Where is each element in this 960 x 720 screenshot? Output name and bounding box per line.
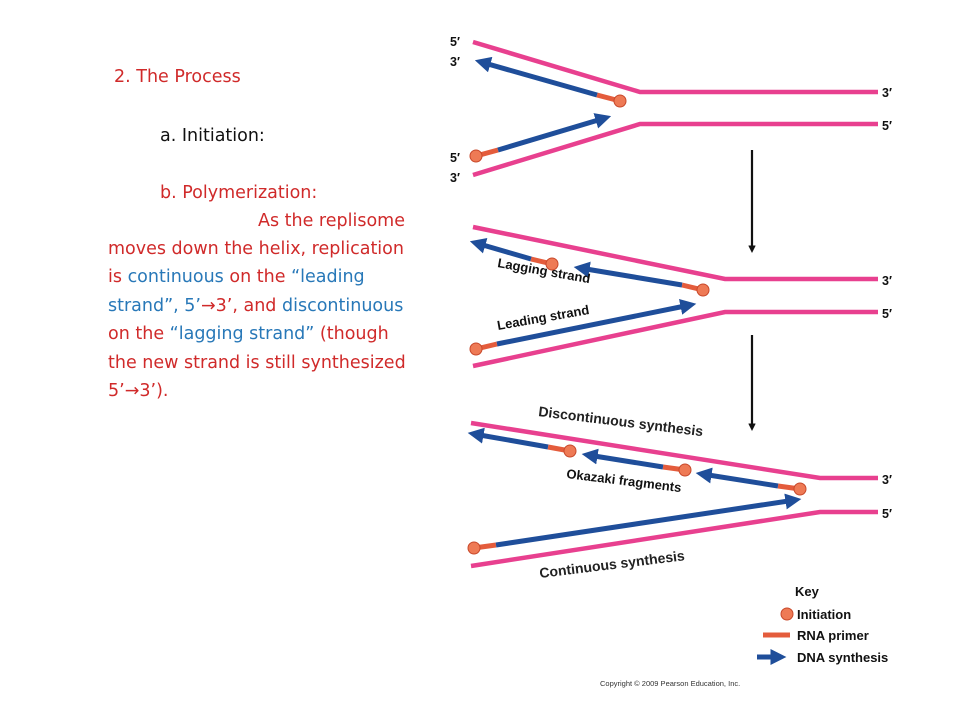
initiation-point (467, 541, 481, 555)
body-word-on-the: on the (229, 267, 286, 287)
parental-strand (472, 309, 878, 369)
direction-arrow-icon: → (124, 381, 140, 401)
initiation-point (793, 482, 807, 496)
end-label-3prime: 3′ (450, 55, 460, 69)
initiation-heading: a. Initiation: (160, 126, 265, 146)
legend-dna-synthesis: DNA synthesis (797, 650, 888, 665)
continuous-term: continuous (127, 267, 224, 287)
okazaki-fragment (469, 238, 532, 262)
initiation-key-icon (780, 607, 794, 621)
new-dna-strand (474, 56, 598, 98)
body-line-1: As the replisome (258, 211, 405, 231)
okazaki-fragment (581, 448, 664, 470)
body-line-7: 5’→3’). (108, 379, 168, 403)
panel-discontinuous: Discontinuous synthesis Okazaki fragment… (467, 403, 892, 581)
body-3prime-end: 3’). (139, 381, 169, 401)
initiation-point (563, 444, 577, 458)
body-word-on-the-2: on the (108, 324, 165, 344)
body-word-is: is (108, 267, 122, 287)
parental-strand (472, 121, 878, 178)
initiation-point (469, 149, 483, 163)
panel-initiation: 5′ 3′ 5′ 3′ 3′ 5′ (450, 35, 892, 185)
body-line-4: strand”, 5’→3’, and discontinuous (108, 294, 403, 318)
end-label-3prime: 3′ (882, 473, 892, 487)
section-heading: 2. The Process (114, 67, 241, 87)
body-word-though: (though (319, 324, 389, 344)
okazaki-fragment (573, 261, 683, 288)
continuous-strand (495, 493, 802, 548)
body-line-6: the new strand is still synthesized (108, 353, 406, 373)
leading-term: “leading (291, 267, 365, 287)
body-5prime: 5’ (108, 381, 125, 401)
polymerization-heading: b. Polymerization: (160, 183, 318, 203)
parental-strand (472, 39, 878, 95)
end-label-3prime: 3′ (882, 86, 892, 100)
initiation-point (696, 283, 710, 297)
panel-polymerization: Lagging strand Leading strand 3′ 5′ (469, 224, 892, 369)
new-dna-strand (497, 113, 612, 153)
end-label-5prime: 5′ (450, 151, 460, 165)
legend: Key Initiation RNA primer DNA synthesis (757, 584, 888, 666)
body-line-3: is continuous on the “leading (108, 265, 365, 289)
end-label-3prime: 3′ (882, 274, 892, 288)
discontinuous-synthesis-label: Discontinuous synthesis (538, 403, 705, 439)
end-label-3prime: 3′ (450, 171, 460, 185)
legend-title: Key (795, 584, 820, 599)
end-label-5prime: 5′ (882, 119, 892, 133)
slide-text: 2. The Process a. Initiation: b. Polymer… (0, 0, 450, 420)
discontinuous-term: discontinuous (282, 296, 404, 316)
initiation-point (469, 342, 483, 356)
lagging-term: “lagging strand” (169, 324, 315, 344)
parental-strand (472, 224, 878, 282)
body-3prime-and: 3’, and (215, 296, 277, 316)
okazaki-fragments-label: Okazaki fragments (566, 466, 683, 495)
body-line-2: moves down the helix, replication (108, 239, 404, 259)
initiation-point (678, 463, 692, 477)
copyright-notice: Copyright © 2009 Pearson Education, Inc. (600, 679, 740, 688)
initiation-point (613, 94, 627, 108)
okazaki-fragment (695, 467, 779, 489)
leading-strand (496, 299, 697, 347)
initiation-point (545, 257, 559, 271)
legend-rna-primer: RNA primer (797, 628, 869, 643)
strand-direction: strand”, 5’ (108, 296, 201, 316)
end-label-5prime: 5′ (882, 507, 892, 521)
parental-strand (470, 509, 878, 569)
parental-strand (470, 420, 878, 481)
body-line-5: on the “lagging strand” (though (108, 322, 389, 346)
end-label-5prime: 5′ (450, 35, 460, 49)
direction-arrow-icon: → (201, 296, 216, 316)
okazaki-fragment (467, 427, 549, 450)
legend-initiation: Initiation (797, 607, 851, 622)
end-label-5prime: 5′ (882, 307, 892, 321)
